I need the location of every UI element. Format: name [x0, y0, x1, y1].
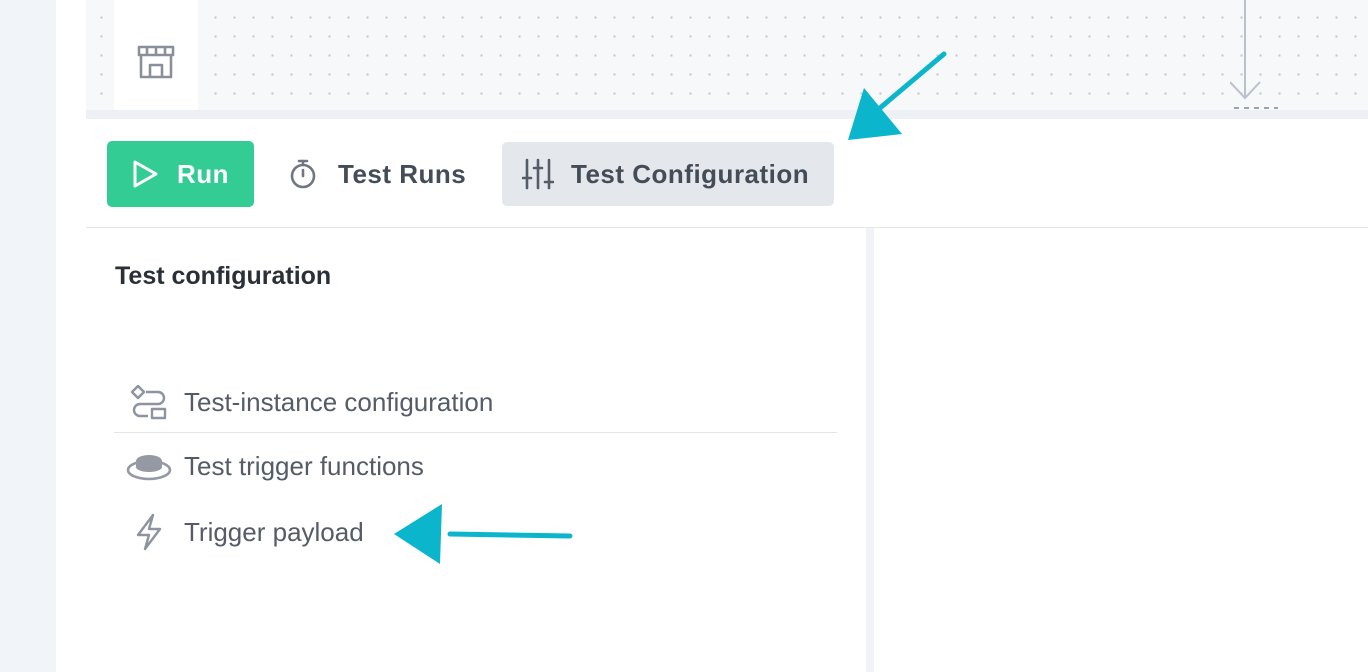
trigger-button-icon [126, 455, 172, 481]
connector-arrow [1230, 0, 1278, 109]
run-button[interactable]: Run [107, 141, 254, 207]
panel-title: Test configuration [115, 262, 332, 290]
sliders-icon [522, 158, 554, 190]
menu-item-label: Test trigger functions [184, 450, 424, 481]
menu-item-label: Test-instance configuration [184, 386, 494, 417]
panel-divider[interactable] [866, 228, 874, 672]
detail-panel [874, 228, 1368, 672]
menu-item-label: Trigger payload [184, 516, 364, 547]
tab-test-runs-label: Test Runs [338, 158, 467, 189]
run-button-label: Run [177, 158, 230, 189]
lightning-icon [136, 513, 162, 551]
tab-test-configuration-label: Test Configuration [571, 158, 810, 189]
play-icon [133, 160, 158, 188]
left-strip [0, 0, 56, 672]
canvas-border [86, 110, 1368, 119]
store-node[interactable] [114, 0, 198, 110]
workflow-canvas[interactable] [86, 0, 1368, 110]
tab-test-runs[interactable]: Test Runs [288, 141, 466, 207]
store-icon [137, 45, 175, 79]
menu-item-trigger-payload[interactable]: Trigger payload [114, 504, 837, 560]
nodes-config-icon [130, 384, 167, 420]
tab-test-configuration[interactable]: Test Configuration [502, 142, 834, 206]
stopwatch-icon [290, 159, 316, 189]
config-panel [86, 228, 866, 672]
menu-item-test-instance-configuration[interactable]: Test-instance configuration [114, 372, 837, 433]
menu-item-test-trigger-functions[interactable]: Test trigger functions [114, 438, 837, 494]
